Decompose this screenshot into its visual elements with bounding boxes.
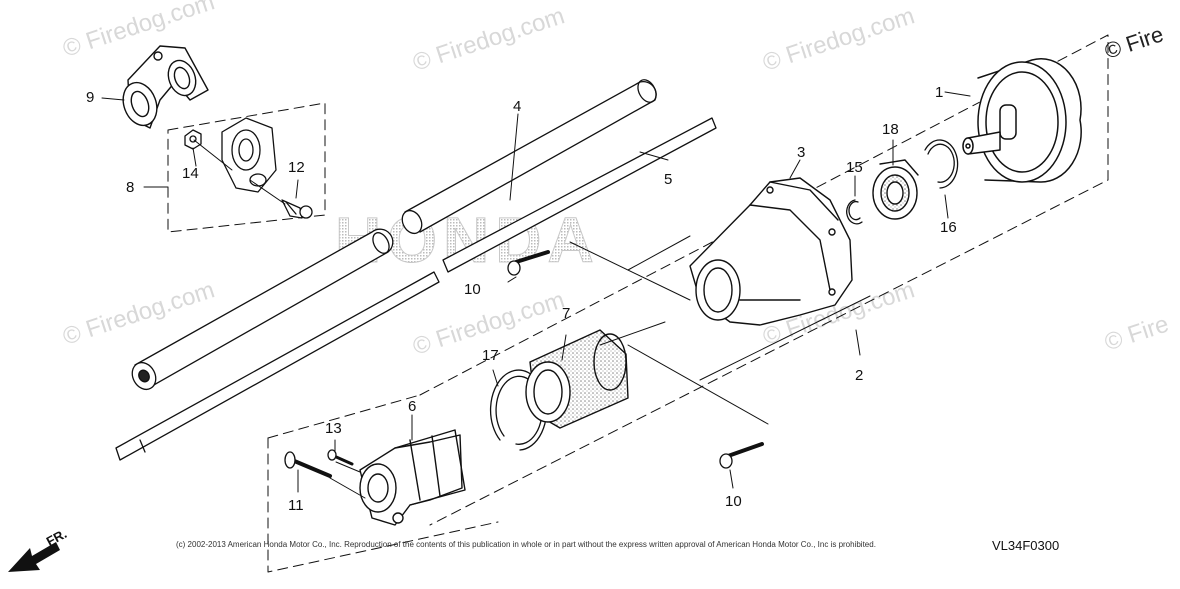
callout-part-12: 12 (288, 159, 305, 176)
fr-direction-arrow-icon (8, 542, 60, 572)
bolt-part-10-lower (719, 442, 764, 469)
outer-tube-lower (131, 228, 394, 391)
bracket-part-6 (359, 429, 466, 526)
bolt-part-11 (284, 451, 332, 478)
bolt-part-12 (281, 199, 313, 219)
callout-part-6: 6 (408, 398, 417, 415)
outer-tube-upper (401, 79, 657, 235)
leader-lines (101, 91, 971, 499)
clamp-part-9 (122, 45, 209, 129)
callout-part-1: 1 (935, 84, 944, 101)
callout-part-18: 18 (882, 121, 899, 138)
callout-part-15: 15 (846, 159, 863, 176)
clutch-drum-part-1 (962, 57, 1082, 183)
callout-part-4: 4 (513, 98, 522, 115)
callout-part-3: 3 (797, 144, 806, 161)
bolt-part-10-upper (507, 250, 550, 276)
callout-part-14: 14 (182, 165, 199, 182)
callout-part-13: 13 (325, 420, 342, 437)
diagram-code: VL34F0300 (992, 538, 1060, 553)
nut-part-14 (184, 129, 202, 150)
snap-ring-part-16 (924, 139, 959, 189)
callout-part-9: 9 (86, 89, 95, 106)
callout-part-5: 5 (664, 171, 673, 188)
callout-part-11: 11 (288, 497, 304, 514)
callout-part-17: 17 (482, 347, 499, 364)
callout-part-16: 16 (940, 219, 957, 236)
drive-shaft-lower (115, 271, 440, 461)
gear-case-part-3 (689, 177, 853, 326)
callout-part-8: 8 (126, 179, 135, 196)
bearing-part-18 (872, 159, 919, 220)
callout-part-7: 7 (562, 305, 571, 322)
callout-part-2: 2 (855, 367, 864, 384)
screw-part-13 (327, 449, 354, 466)
group-boundary-lines (167, 34, 1109, 573)
snap-ring-part-15 (846, 199, 863, 225)
clamp-part-8 (221, 117, 277, 193)
callout-part-10-upper: 10 (464, 281, 481, 298)
callout-part-10-lower: 10 (725, 493, 742, 510)
copyright-notice: (c) 2002-2013 American Honda Motor Co., … (176, 540, 876, 549)
drive-shaft-upper (442, 117, 717, 273)
liner-part-7 (525, 329, 629, 429)
